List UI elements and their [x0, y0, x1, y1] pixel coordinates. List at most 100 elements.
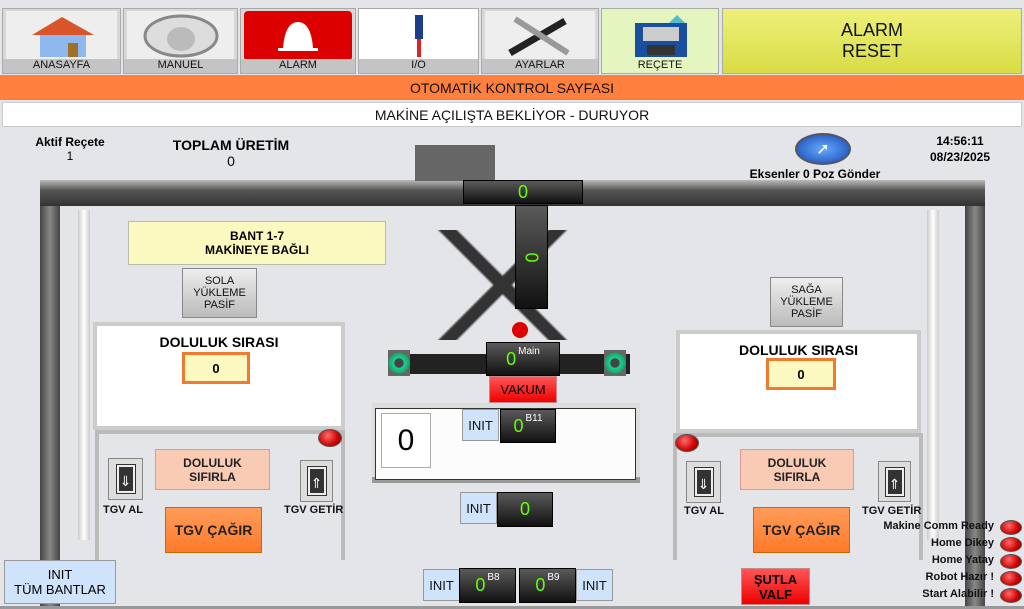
save-icon	[605, 11, 715, 61]
init-b8-button[interactable]: INIT	[423, 569, 460, 601]
band-line1: BANT 1-7	[229, 229, 284, 243]
init-mid-button[interactable]: INIT	[460, 492, 497, 524]
main-value: 0	[506, 348, 517, 369]
right-fill-panel: DOLULUK SIRASI 0	[676, 330, 921, 433]
indicator-row: Makine Comm Ready	[860, 520, 1024, 536]
gantry-motor	[415, 145, 495, 181]
indicator-row: Robot Hazır !	[860, 571, 1024, 587]
left-tgv-al-label: TGV AL	[103, 504, 143, 516]
left-fill-value[interactable]: 0	[182, 352, 250, 384]
arrow-icon: ➚	[816, 141, 830, 158]
indicator-label: Home Dikey	[931, 537, 994, 549]
indicator-lamp	[1000, 537, 1022, 552]
right-tgv-al-button[interactable]: ⇓	[686, 461, 721, 503]
label: VALF	[759, 586, 792, 602]
indicator-lamp	[1000, 520, 1022, 535]
vertical-position-value: 0	[521, 251, 542, 263]
b9-value: 0	[535, 575, 546, 595]
left-bay-frame	[95, 430, 345, 560]
total-production-value: 0	[227, 153, 235, 169]
right-lamp	[675, 434, 699, 452]
total-production-label: TOPLAM ÜRETİM	[172, 137, 290, 153]
axes-home-button[interactable]: ➚	[795, 133, 851, 165]
machine-status: MAKİNE AÇILIŞTA BEKLİYOR - DURUYOR	[2, 102, 1022, 127]
active-recipe-label: Aktif Reçete	[35, 135, 105, 149]
fan-icon	[604, 350, 626, 376]
label: ŞUTLA	[753, 571, 798, 587]
indicator-label: Home Yatay	[931, 554, 994, 566]
nav-manuel[interactable]: MANUEL	[123, 8, 238, 74]
frame-post	[40, 188, 60, 608]
label: INIT	[47, 567, 73, 582]
status-lamp	[512, 322, 528, 338]
left-tgv-al-button[interactable]: ⇓	[108, 458, 143, 500]
arrow-down-icon: ⇓	[693, 467, 714, 497]
nav-ayarlar[interactable]: AYARLAR	[481, 8, 599, 74]
left-tgv-getir-button[interactable]: ⇑	[300, 460, 333, 502]
label: SIFIRLA	[189, 469, 236, 484]
init-b11-button[interactable]: INIT	[462, 409, 499, 441]
clock-time: 14:56:11	[936, 134, 984, 148]
arrow-up-icon: ⇑	[306, 466, 327, 496]
home-icon	[6, 11, 117, 61]
active-recipe-value: 1	[66, 149, 74, 163]
indicator-lamp	[1000, 588, 1022, 603]
nav-alarm[interactable]: ALARM	[240, 8, 356, 74]
axes-home-label: Eksenler 0 Poz Gönder	[749, 167, 881, 181]
frame-rail	[78, 210, 90, 540]
main-tag: Main	[518, 346, 540, 357]
mid-display: 0	[497, 492, 553, 527]
page-title: OTOMATİK KONTROL SAYFASI	[0, 75, 1024, 100]
b11-tag: B11	[525, 413, 543, 424]
bell-icon	[244, 11, 352, 61]
indicator-label: Makine Comm Ready	[883, 520, 994, 532]
label: YÜKLEME	[780, 296, 833, 308]
nav-anasayfa[interactable]: ANASAYFA	[2, 8, 121, 74]
label: PASİF	[791, 308, 822, 320]
init-b9-button[interactable]: INIT	[576, 569, 613, 601]
right-tgv-call-button[interactable]: TGV ÇAĞIR	[753, 507, 850, 553]
b11-value: 0	[513, 415, 524, 436]
frame-post	[965, 188, 985, 608]
nav-io[interactable]: I/O	[358, 8, 479, 74]
beam-position-value: 0	[517, 181, 528, 202]
b8-tag: B8	[487, 572, 500, 583]
hand-icon	[127, 11, 234, 61]
right-fill-value[interactable]: 0	[766, 358, 836, 390]
arrow-up-icon: ⇑	[884, 466, 905, 497]
indicator-lamp	[1000, 554, 1022, 569]
left-tgv-call-button[interactable]: TGV ÇAĞIR	[165, 507, 262, 553]
left-tgv-getir-label: TGV GETİR	[284, 504, 344, 516]
indicator-row: Home Yatay	[860, 554, 1024, 570]
right-fill-label: DOLULUK SIRASI	[739, 342, 858, 358]
label: DOLULUK	[183, 455, 242, 470]
right-tgv-al-label: TGV AL	[684, 505, 724, 517]
tools-icon	[485, 11, 595, 61]
label: DOLULUK	[767, 455, 827, 470]
bottom-border	[0, 606, 1024, 609]
vakum-button[interactable]: VAKUM	[489, 376, 557, 403]
nav-recete[interactable]: REÇETE	[601, 8, 719, 74]
label: PASİF	[204, 299, 235, 311]
right-bay-frame	[673, 433, 923, 560]
label: TÜM BANTLAR	[14, 582, 106, 597]
b8-value: 0	[475, 575, 486, 595]
left-fill-label: DOLULUK SIRASI	[159, 334, 279, 350]
alarm-reset-line2: RESET	[841, 41, 902, 61]
beam-position-display: 0	[463, 180, 583, 204]
right-tgv-getir-button[interactable]: ⇑	[878, 461, 911, 502]
sensor-icon	[362, 11, 475, 61]
